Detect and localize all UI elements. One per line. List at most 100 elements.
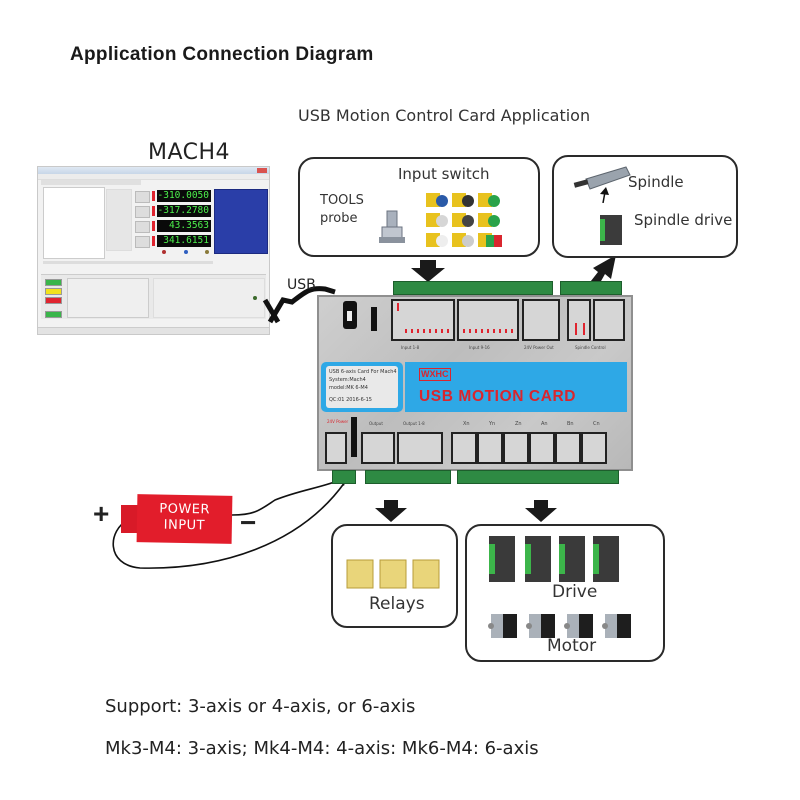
tools-label: TOOLS [320, 193, 364, 208]
file-panel [67, 278, 149, 318]
input-port-block-2 [457, 299, 519, 341]
axis-flag [152, 236, 155, 246]
usb-label: USB [287, 277, 316, 293]
power-port-block [325, 432, 347, 464]
stepper-driver-icon [489, 536, 619, 582]
relays-label: Relays [369, 594, 425, 614]
spindle-label: Spindle [628, 173, 684, 191]
mdi-bar [43, 261, 213, 264]
arrow-down-relays [375, 500, 407, 522]
axis-label: An [541, 421, 548, 427]
minus-sign: − [240, 507, 257, 538]
axis-port-x [451, 432, 477, 464]
axis-label: Bn [567, 421, 574, 427]
input-red-markers [405, 329, 453, 333]
status-led-green [45, 279, 62, 286]
software-label: MACH4 [148, 140, 231, 165]
section-label: Output 1-8 [403, 421, 425, 426]
status-led-red [45, 297, 62, 304]
gcode-panel [43, 187, 105, 259]
output-port-block-2 [397, 432, 443, 464]
control-panel [41, 274, 266, 319]
arrow-down-drive [525, 500, 557, 522]
section-label: Input 9-16 [469, 345, 490, 350]
axis-port-z [503, 432, 529, 464]
axis-label: Xn [463, 421, 470, 427]
axis-port-a [529, 432, 555, 464]
axis-label: Cn [593, 421, 600, 427]
arrow-up-icon [600, 187, 609, 203]
power-wire-positive [112, 481, 346, 569]
axis-flag [152, 191, 155, 201]
spindle-terminal-block [560, 281, 622, 295]
axis-label: Zn [515, 421, 522, 427]
axis-port-y [477, 432, 503, 464]
dro-a: 341.6151 [157, 235, 211, 247]
brand-logo: WXHC [419, 368, 451, 381]
usb-cable [267, 286, 336, 324]
usb-port-icon [343, 301, 357, 329]
card-info-label: USB 6-axis Card For Mach4 System:Mach4 m… [326, 366, 398, 408]
spindle-devices-box: Spindle Spindle drive [552, 155, 738, 258]
section-label: 24V Power [327, 419, 349, 424]
drive-motor-box: Drive Motor [465, 524, 665, 662]
tool-probe-icon [379, 210, 405, 243]
section-label: Spindle Control [575, 345, 606, 350]
axis-flag [152, 221, 155, 231]
tab-bar [41, 180, 141, 185]
info-line: USB 6-axis Card For Mach4 [329, 369, 397, 375]
dro-x: -310.0050 [157, 190, 211, 202]
power-terminal-block [332, 470, 356, 484]
input-devices-box: Input switch TOOLS probe [298, 157, 540, 257]
axis-zero-button [135, 206, 150, 218]
indicator-dot [253, 296, 257, 300]
plus-sign: + [93, 498, 110, 529]
red-marker [575, 323, 577, 335]
support-text: Support: 3-axis or 4-axis, or 6-axis [105, 696, 416, 717]
spindle-port-block-2 [593, 299, 625, 341]
indicator-dot [205, 250, 209, 254]
menu-bar [38, 174, 269, 180]
axis-port-b [555, 432, 581, 464]
spindle-port-block-1 [567, 299, 591, 341]
power-led-label [351, 417, 357, 457]
section-label: Output [369, 421, 383, 426]
usb-cable-end [262, 298, 281, 324]
spindle-motor-icon [573, 166, 631, 190]
card-banner: WXHC USB MOTION CARD [405, 362, 627, 412]
output-terminal-block [365, 470, 451, 484]
info-line: System:Mach4 [329, 377, 366, 383]
spindle-drive-label: Spindle drive [634, 211, 733, 229]
red-marker [583, 323, 585, 335]
close-icon [257, 168, 267, 173]
toolpath-display [214, 189, 268, 254]
status-led-yellow [45, 288, 62, 295]
dro-z: 43.3563 [157, 220, 211, 232]
card-info-panel: USB 6-axis Card For Mach4 System:Mach4 m… [321, 362, 403, 412]
input-terminal-block [393, 281, 553, 295]
model-text: Mk3-M4: 3-axis; Mk4-M4: 4-axis: Mk6-M4: … [105, 738, 539, 759]
mach4-screenshot: -310.0050 -317.2780 43.3563 341.6151 [37, 166, 270, 335]
push-button-switch-icon [426, 193, 502, 247]
status-bar [38, 327, 269, 334]
diagram-title: Application Connection Diagram [70, 44, 374, 65]
indicator-dot [184, 250, 188, 254]
axis-zero-button [135, 191, 150, 203]
diagram-subtitle: USB Motion Control Card Application [298, 106, 591, 125]
indicator-dot [162, 250, 166, 254]
axis-label: Yn [489, 421, 496, 427]
output-port-block-1 [361, 432, 395, 464]
axis-port-c [581, 432, 607, 464]
spindle-drive-icon [600, 215, 622, 245]
section-label: 24V Power Out [524, 345, 554, 350]
usb-motion-card: Input 1-8 Input 9-16 24V Power Out Spind… [317, 295, 633, 471]
power-input-block: POWER INPUT [136, 494, 233, 544]
card-title: USB MOTION CARD [419, 388, 577, 405]
info-line: QC:01 2016-6-15 [329, 397, 372, 403]
relay-icon [346, 559, 440, 589]
jog-panel [106, 189, 132, 251]
window-titlebar [38, 167, 269, 174]
axis-zero-button [135, 236, 150, 248]
info-line: model:MK 6-M4 [329, 385, 368, 391]
drive-label: Drive [552, 582, 598, 602]
